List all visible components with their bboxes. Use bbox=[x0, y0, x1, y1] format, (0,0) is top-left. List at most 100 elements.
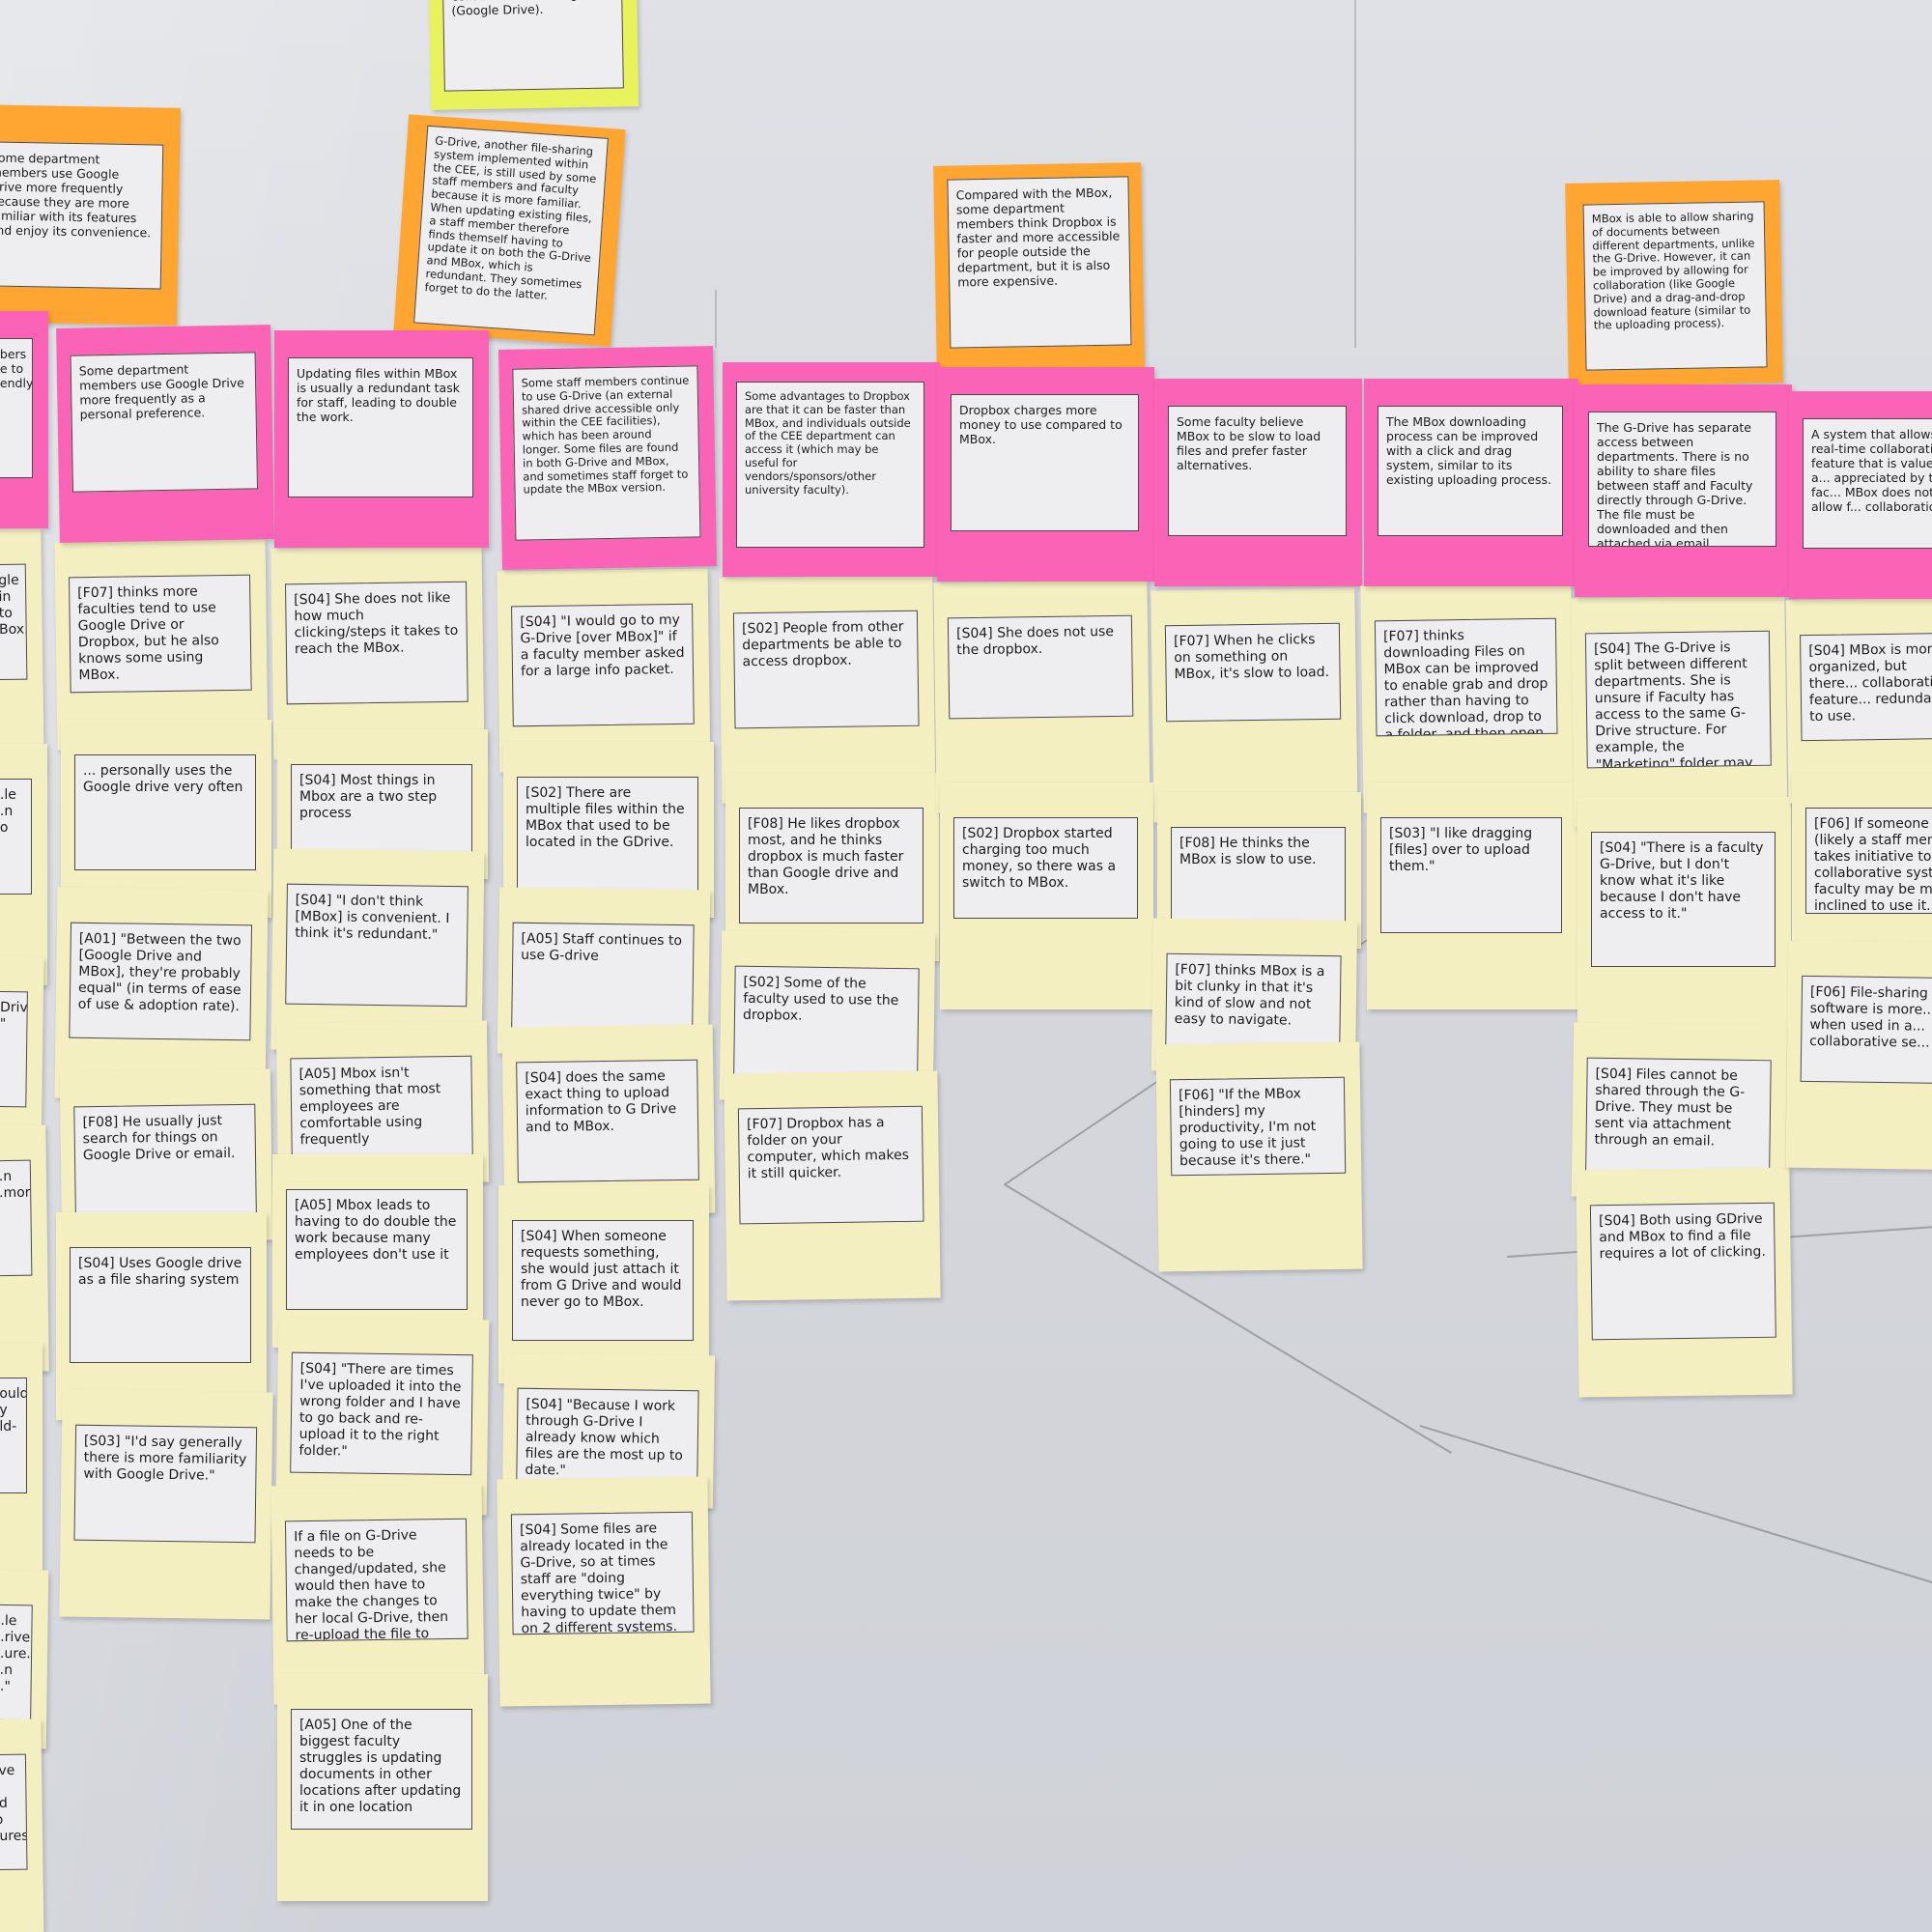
quote-card: [F08] He likes dropbox most, and he thin… bbox=[739, 808, 923, 923]
evidence-sticky-note: ...gle ...in ...to ...Box. bbox=[0, 528, 44, 774]
quote-card: ...n ...more bbox=[0, 1159, 33, 1277]
quote-card: [S03] "I'd say generally there is more f… bbox=[73, 1424, 258, 1544]
orange-sticky-note: Compared with the MBox, some department … bbox=[933, 162, 1145, 371]
evidence-sticky-note: ...ould ...y ...ld-in bbox=[0, 1343, 43, 1599]
evidence-sticky-note: [S04] Both using GDrive and MBox to find… bbox=[1576, 1167, 1793, 1398]
lime-sticky-note: collaborate on a single file (Google Dri… bbox=[428, 0, 639, 110]
quote-card: [S04] The G-Drive is split between diffe… bbox=[1584, 630, 1772, 769]
insight-card: Compared with the MBox, some department … bbox=[947, 176, 1132, 349]
evidence-sticky-note: [S03] "I'd say generally there is more f… bbox=[59, 1389, 273, 1620]
theme-card: Some department members use Google Drive… bbox=[70, 352, 259, 493]
evidence-sticky-note: [F07] thinks downloading Files on MBox c… bbox=[1360, 582, 1575, 813]
theme-header-note: Dropbox charges more money to use compar… bbox=[937, 367, 1154, 582]
theme-header-note: Some staff members continue to use G-Dri… bbox=[498, 346, 717, 570]
quote-card: [S04] She does not like how much clickin… bbox=[284, 581, 469, 705]
quote-card: [F07] thinks more faculties tend to use … bbox=[69, 574, 252, 694]
evidence-sticky-note: ...ve is ...d go ...ures. bbox=[0, 1719, 44, 1932]
quote-card: [S04] "There are times I've uploaded it … bbox=[290, 1351, 473, 1476]
orange-sticky-note: MBox is able to allow sharing of documen… bbox=[1565, 180, 1783, 386]
quote-card: [A05] Mbox leads to having to do double … bbox=[286, 1189, 468, 1310]
quote-card: ...ve is ...d go ...ures. bbox=[0, 1753, 28, 1871]
quote-card: [S04] MBox is more organized, but there.… bbox=[1800, 632, 1932, 742]
evidence-sticky-note: [S04] "There is a faculty G-Drive, but I… bbox=[1577, 797, 1791, 1053]
insight-card: G-Drive, another file-sharing system imp… bbox=[413, 125, 609, 336]
evidence-sticky-note: ... personally uses the Google drive ver… bbox=[61, 720, 271, 918]
evidence-sticky-note: [S04] Some files are already located in … bbox=[497, 1476, 711, 1707]
quote-card: [A05] One of the biggest faculty struggl… bbox=[291, 1709, 472, 1830]
evidence-sticky-note: If a file on G-Drive needs to be changed… bbox=[270, 1483, 485, 1705]
quote-card: [S04] She does not use the dropbox. bbox=[947, 614, 1134, 720]
quote-card: [S03] "I like dragging [files] over to u… bbox=[1380, 817, 1562, 933]
quote-card: If a file on G-Drive needs to be changed… bbox=[284, 1518, 469, 1642]
quote-card: ... personally uses the Google drive ver… bbox=[74, 754, 256, 870]
quote-card: [F07] thinks downloading Files on MBox c… bbox=[1374, 617, 1558, 737]
quote-card: [S04] "I would go to my G-Drive [over MB… bbox=[511, 603, 695, 727]
theme-header-note: The G-Drive has separate access between … bbox=[1575, 384, 1792, 597]
theme-header-note: Some faculty believe MBox to be slow to … bbox=[1154, 379, 1362, 586]
quote-card: ...le ...n do bbox=[0, 779, 32, 895]
evidence-sticky-note: [A05] Mbox leads to having to do double … bbox=[272, 1154, 483, 1348]
theme-header-note: ...bers ...e to ...endly, bbox=[0, 311, 48, 528]
theme-card: ...bers ...e to ...endly, bbox=[0, 338, 33, 478]
quote-card: [S02] Dropbox started charging too much … bbox=[953, 817, 1138, 919]
evidence-sticky-note: [F07] thinks more faculties tend to use … bbox=[54, 539, 269, 751]
quote-card: ...ould ...y ...ld-in bbox=[0, 1378, 27, 1493]
quote-card: [A01] "Between the two [Google Drive and… bbox=[69, 922, 253, 1041]
evidence-sticky-note: [S04] Uses Google drive as a file sharin… bbox=[56, 1212, 267, 1420]
theme-header-note: Updating files within MBox is usually a … bbox=[274, 330, 489, 548]
quote-card: [F07] Dropbox has a folder on your compu… bbox=[737, 1105, 924, 1225]
paper-crease bbox=[1419, 1425, 1932, 1585]
evidence-sticky-note: [F07] Dropbox has a folder on your compu… bbox=[724, 1070, 941, 1301]
orange-sticky-note: Some department members use Google Drive… bbox=[0, 104, 181, 326]
paper-seam bbox=[715, 290, 717, 348]
quote-card: [S02] There are multiple files within th… bbox=[517, 777, 698, 897]
quote-card: [S04] Uses Google drive as a file sharin… bbox=[70, 1247, 251, 1363]
quote-card: [S04] Both using GDrive and MBox to find… bbox=[1589, 1202, 1776, 1341]
evidence-sticky-note: [S04] When someone requests something, s… bbox=[498, 1185, 709, 1383]
theme-card: Updating files within MBox is usually a … bbox=[288, 357, 473, 497]
theme-header-note: The MBox downloading process can be impr… bbox=[1364, 379, 1578, 586]
theme-card: The G-Drive has separate access between … bbox=[1588, 412, 1776, 547]
theme-header-note: Some department members use Google Drive… bbox=[56, 325, 274, 543]
insight-card: collaborate on a single file (Google Dri… bbox=[441, 0, 624, 92]
quote-card: ...le ...rive's ...ure. ...n it." bbox=[0, 1604, 33, 1721]
quote-card: [S04] Some files are already located in … bbox=[510, 1511, 695, 1635]
evidence-sticky-note: [F07] When he clicks on something on MBo… bbox=[1151, 587, 1358, 823]
quote-card: [S04] Most things in Mbox are a two step… bbox=[291, 764, 472, 866]
evidence-sticky-note: [F06] If someone e... (likely a staff me… bbox=[1792, 773, 1932, 971]
theme-card: Some faculty believe MBox to be slow to … bbox=[1168, 406, 1347, 536]
theme-card: Some staff members continue to use G-Dri… bbox=[512, 365, 701, 541]
evidence-sticky-note: [F08] He likes dropbox most, and he thin… bbox=[725, 773, 939, 961]
quote-card: [F06] "If the MBox [hinders] my producti… bbox=[1169, 1076, 1347, 1177]
quote-card: [S02] Some of the faculty used to use th… bbox=[733, 965, 920, 1085]
quote-card: [F08] He usually just search for things … bbox=[73, 1103, 257, 1223]
evidence-sticky-note: ...n ...more bbox=[0, 1124, 49, 1373]
evidence-sticky-note: ...le ...n do bbox=[0, 744, 47, 985]
evidence-sticky-note: [F06] "If the MBox [hinders] my producti… bbox=[1155, 1041, 1363, 1272]
quote-card: [S04] does the same exact thing to uploa… bbox=[516, 1059, 699, 1183]
evidence-sticky-note: [S02] Dropbox started charging too much … bbox=[940, 782, 1153, 1009]
evidence-sticky-note: [S02] People from other departments be a… bbox=[719, 575, 936, 804]
insight-card: Some department members use Google Drive… bbox=[0, 141, 164, 290]
insight-card: MBox is able to allow sharing of documen… bbox=[1582, 201, 1768, 371]
quote-card: [F08] He thinks the MBox is slow to use. bbox=[1171, 827, 1346, 923]
paper-seam bbox=[1354, 0, 1356, 348]
evidence-sticky-note: [S04] She does not use the dropbox. bbox=[933, 580, 1151, 813]
quote-card: [S02] People from other departments be a… bbox=[732, 610, 920, 729]
evidence-sticky-note: [S04] The G-Drive is split between diffe… bbox=[1571, 595, 1788, 828]
quote-card: [F07] When he clicks on something on MBo… bbox=[1164, 622, 1342, 723]
quote-card: [F06] File-sharing software is more... w… bbox=[1800, 975, 1932, 1085]
theme-card: Dropbox charges more money to use compar… bbox=[951, 394, 1139, 531]
quote-card: [S04] "I don't think [MBox] is convenien… bbox=[285, 883, 469, 1008]
quote-card: ...gle ...in ...to ...Box. bbox=[0, 563, 28, 681]
quote-card: [F07] thinks MBox is a bit clunky in tha… bbox=[1165, 952, 1342, 1053]
evidence-sticky-note: [S04] She does not like how much clickin… bbox=[270, 546, 485, 760]
quote-card: ...Drive ..." bbox=[0, 990, 28, 1108]
theme-header-note: Some advantages to Dropbox are that it c… bbox=[723, 362, 940, 577]
theme-card: Some advantages to Dropbox are that it c… bbox=[736, 382, 924, 548]
quote-card: [F06] If someone e... (likely a staff me… bbox=[1805, 808, 1932, 914]
evidence-sticky-note: [A05] One of the biggest faculty struggl… bbox=[277, 1674, 488, 1901]
